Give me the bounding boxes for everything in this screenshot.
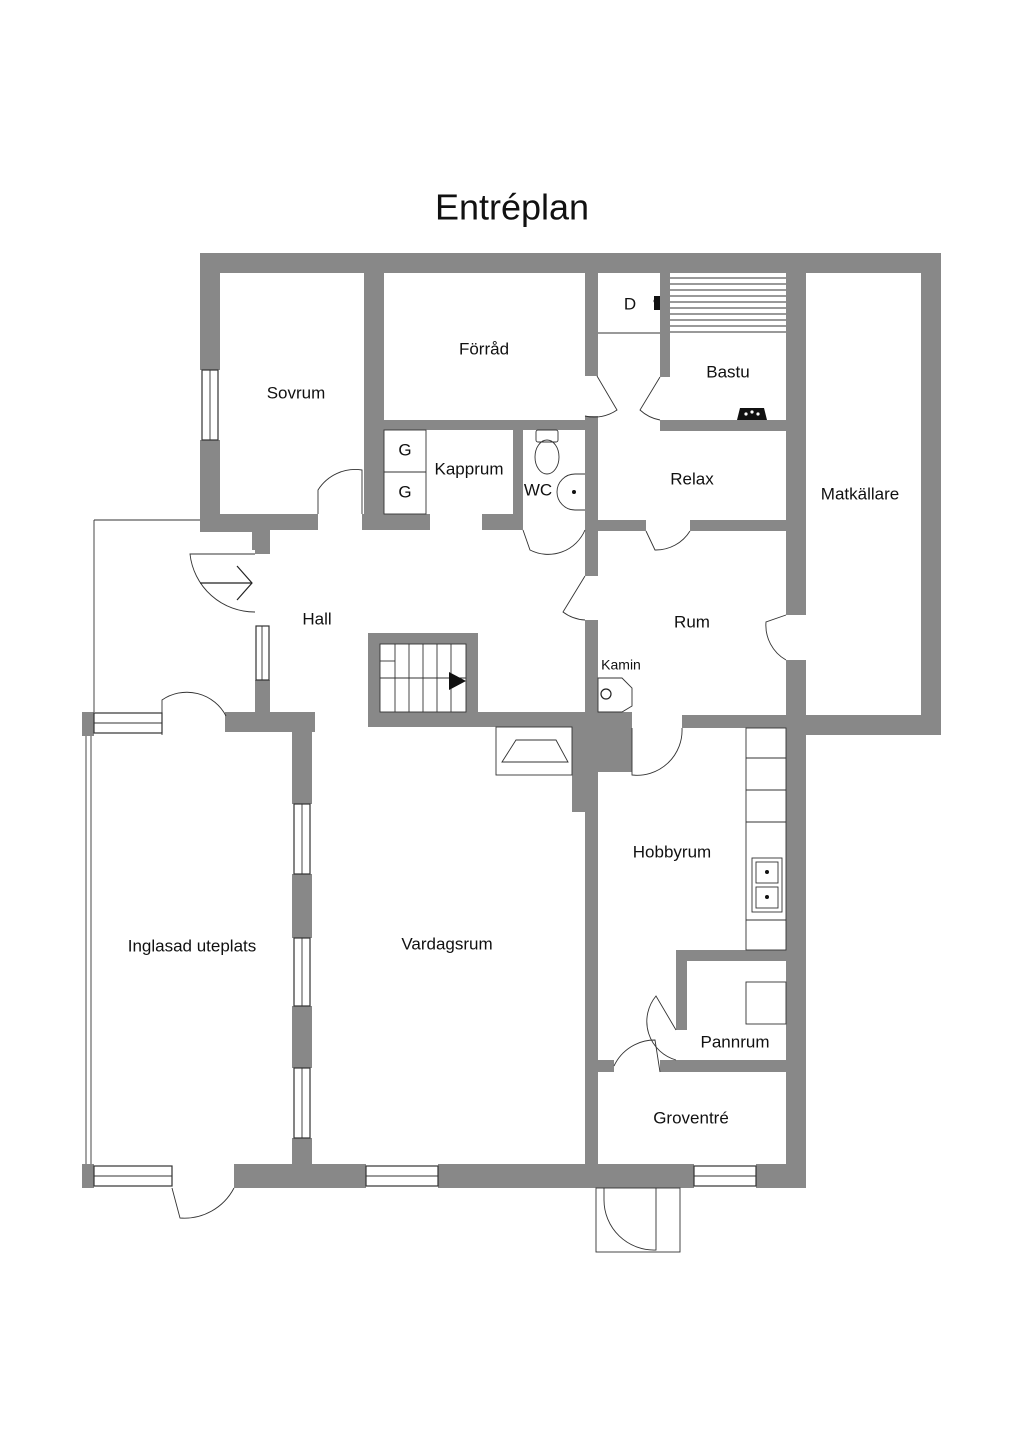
boiler-icon (745, 981, 787, 1025)
doors (161, 375, 787, 1253)
kitchen-counter (745, 727, 787, 951)
room-label-relax: Relax (670, 469, 714, 488)
wardrobe-label-1: G (398, 440, 411, 459)
room-label-rum: Rum (674, 612, 710, 631)
room-label-groventre: Groventré (653, 1108, 729, 1127)
windows (85, 369, 757, 1187)
wardrobe-label-2: G (398, 482, 411, 501)
room-label-kapprum: Kapprum (435, 459, 504, 478)
room-label-hall: Hall (302, 609, 331, 628)
room-label-pannrum: Pannrum (701, 1032, 770, 1051)
room-label-forrad: Förråd (459, 339, 509, 358)
room-label-matkallare: Matkällare (821, 484, 899, 503)
sink-icon (556, 473, 585, 511)
room-label-vardagsrum: Vardagsrum (401, 934, 492, 953)
kamin-label: Kamin (601, 657, 641, 673)
dryer-label: D (624, 294, 636, 313)
sauna-heater-icon (737, 408, 767, 420)
toilet-icon (534, 429, 560, 475)
room-labels: Sovrum Förråd Bastu Matkällare Kapprum W… (128, 294, 899, 1127)
tap-icon (653, 296, 660, 310)
sauna-benches (670, 277, 786, 333)
double-sink-icon (751, 857, 783, 913)
room-label-inglasad-uteplats: Inglasad uteplats (128, 936, 257, 955)
room-label-bastu: Bastu (706, 362, 749, 381)
kamin-icon (597, 677, 633, 713)
walls (82, 253, 941, 1188)
room-label-hobbyrum: Hobbyrum (633, 842, 711, 861)
staircase (379, 643, 467, 713)
room-label-sovrum: Sovrum (267, 383, 326, 402)
plan-title: Entréplan (435, 187, 589, 228)
room-label-wc: WC (524, 480, 552, 499)
stair-direction-arrow (449, 672, 466, 690)
fixtures (379, 277, 787, 1025)
fireplace-icon (495, 726, 573, 776)
